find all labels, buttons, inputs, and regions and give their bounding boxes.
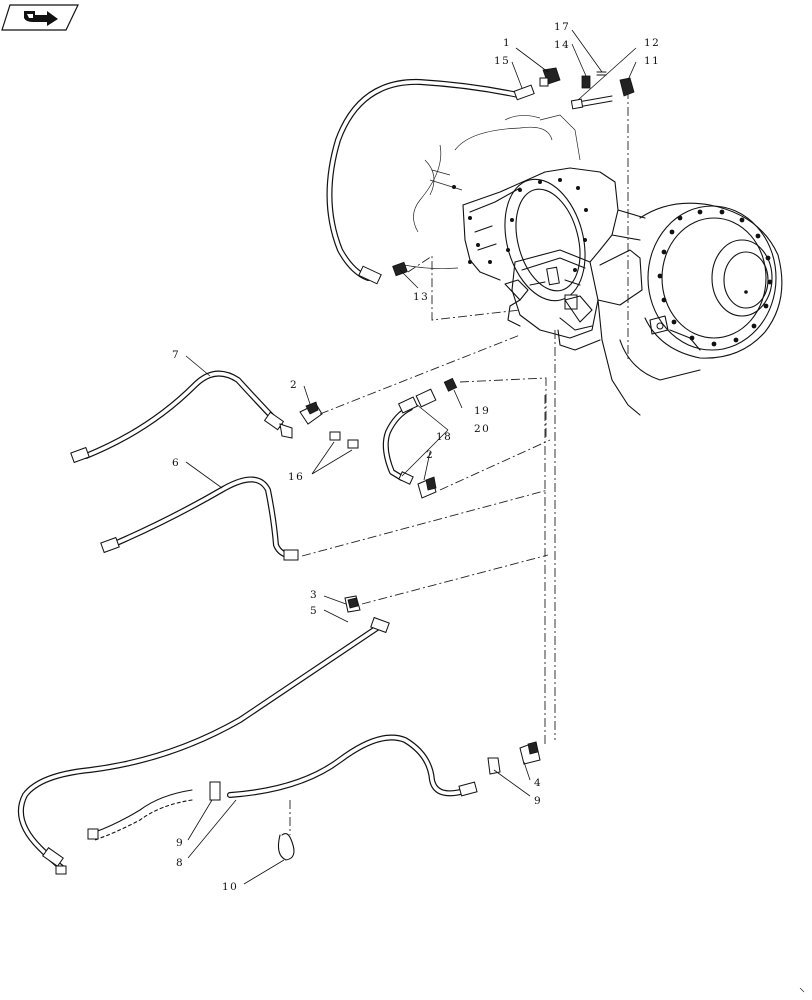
fitting-2-lower [417, 476, 437, 499]
hose-7 [70, 370, 293, 464]
hose-5 [18, 616, 390, 875]
hose-6 [100, 476, 299, 561]
bolt-17 [596, 71, 607, 76]
callout-16: 16 [288, 471, 304, 483]
callout-7: 7 [172, 349, 180, 361]
fitting-14 [581, 75, 591, 89]
fitting-13 [392, 261, 408, 277]
fitting-11 [619, 77, 635, 97]
callout-labels: 1 15 17 14 12 11 13 7 2 16 19 18 20 2 6 … [172, 21, 660, 893]
fitting-2-upper [299, 401, 323, 425]
callout-9-lower: 9 [176, 837, 184, 849]
callout-6: 6 [172, 457, 180, 469]
callout-5: 5 [310, 605, 318, 617]
callout-1: 1 [503, 37, 511, 49]
callout-15: 15 [494, 55, 510, 67]
callout-3: 3 [310, 589, 318, 601]
callout-19: 19 [474, 405, 490, 417]
fitting-1 [539, 67, 561, 87]
callout-12: 12 [644, 37, 660, 49]
callout-18: 18 [436, 431, 452, 443]
routing-centerlines [289, 90, 629, 835]
fitting-4 [519, 741, 541, 765]
callout-leaders [185, 29, 637, 885]
callout-2-lower: 2 [426, 449, 434, 461]
fitting-19 [443, 377, 458, 392]
tube-18 [382, 396, 419, 485]
fitting-20 [415, 388, 437, 408]
callout-11: 11 [644, 55, 660, 67]
next-page-button[interactable] [1, 4, 79, 31]
callout-4: 4 [534, 777, 542, 789]
hose-8 [87, 734, 478, 841]
clamp-9-lower [209, 781, 221, 801]
callout-10: 10 [222, 881, 238, 893]
motor-gearbox-assembly [403, 114, 783, 416]
callout-17: 17 [554, 21, 570, 33]
corner-mark [799, 987, 805, 993]
fitting-9-upper [487, 757, 501, 775]
strap-10 [277, 833, 295, 861]
callout-8: 8 [176, 857, 184, 869]
callout-20: 20 [474, 423, 490, 435]
fitting-16 [329, 431, 359, 449]
next-page-icon [24, 11, 58, 26]
callout-13: 13 [413, 291, 429, 303]
fitting-3 [344, 595, 361, 613]
tube-12 [570, 95, 613, 110]
callout-14: 14 [554, 39, 570, 51]
hose-15 [326, 78, 535, 285]
callout-9-upper: 9 [534, 795, 542, 807]
callout-2-upper: 2 [290, 379, 298, 391]
